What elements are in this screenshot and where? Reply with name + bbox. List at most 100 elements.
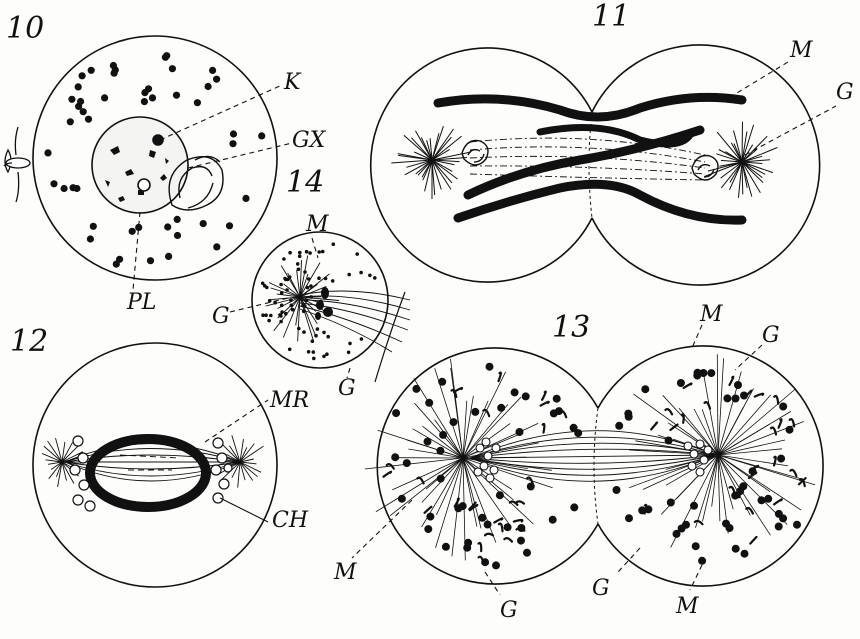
granule [307, 350, 311, 354]
aster-ray [463, 443, 539, 458]
granule [174, 232, 181, 239]
granule [242, 195, 249, 202]
granule [392, 409, 400, 417]
aster-ray [432, 160, 451, 189]
granule [129, 228, 136, 235]
granule [698, 557, 706, 565]
figure-14-number: 14 [286, 168, 324, 198]
rod [454, 388, 462, 392]
granule [296, 262, 300, 266]
figure-13-label-m-bottom: M [676, 596, 699, 618]
figure-14-spindle [300, 291, 410, 352]
rod [504, 538, 512, 541]
granule [347, 273, 351, 277]
granule [229, 140, 236, 147]
aster-ray [718, 411, 791, 455]
granule [261, 313, 265, 317]
granule [471, 408, 479, 416]
granule [723, 394, 731, 402]
granule [173, 92, 180, 99]
figure-11-label-m: M [790, 40, 813, 62]
figure-12-mitochondrial-ring-mr [90, 439, 206, 507]
granule [368, 274, 372, 278]
granule [312, 350, 316, 354]
granule [88, 67, 95, 74]
granule [79, 72, 86, 79]
figure-14-label-m: M [306, 214, 329, 236]
granule [732, 545, 740, 553]
granule [424, 525, 432, 533]
granule [85, 116, 92, 123]
aster-ray [422, 458, 463, 502]
granule [282, 257, 286, 261]
granule [67, 118, 74, 125]
rod [494, 519, 502, 523]
rod [384, 472, 392, 477]
granule [348, 342, 352, 346]
granule [321, 250, 325, 254]
granule [625, 514, 633, 522]
figure-12-label-mr: MR [270, 390, 309, 412]
granule [113, 261, 120, 268]
aster-ray [742, 148, 777, 163]
granule [694, 369, 702, 377]
granule [279, 283, 283, 287]
granule [169, 65, 176, 72]
granule [213, 243, 220, 250]
granule [391, 453, 399, 461]
rod [479, 557, 484, 564]
rod [499, 524, 503, 532]
rod [730, 377, 734, 385]
granule [77, 98, 84, 105]
figure-14-cell [230, 232, 410, 382]
granule [174, 216, 181, 223]
figure-11-label-g: G [836, 82, 854, 104]
rod [479, 543, 482, 551]
aster-ray [300, 297, 315, 334]
figure-13-asters [365, 354, 815, 560]
granule [326, 335, 330, 339]
granule [164, 223, 171, 230]
granule [61, 185, 68, 192]
granule [267, 319, 271, 323]
granule [412, 385, 420, 393]
granule [613, 486, 621, 494]
figure-10-attached-cell [4, 127, 30, 202]
figure-13-label-m-top: M [700, 304, 723, 326]
granule [403, 459, 411, 467]
granule [298, 254, 302, 258]
aster-ray [703, 370, 718, 455]
granule [205, 83, 212, 90]
granule [297, 268, 301, 272]
granule [438, 378, 446, 386]
granule [347, 351, 351, 355]
granule [667, 499, 675, 507]
figure-13-label-g-mid: G [592, 578, 610, 600]
figure-12-number: 12 [10, 327, 48, 357]
granule [549, 516, 557, 524]
granule [331, 279, 335, 283]
aster-ray [390, 458, 463, 516]
aster-ray [463, 423, 538, 458]
granule [463, 544, 471, 552]
granule [101, 94, 108, 101]
figure-14-label-g-left: G [212, 306, 230, 328]
figure-10-label-k: K [284, 72, 300, 94]
granule [677, 379, 685, 387]
granule [570, 503, 578, 511]
granule [312, 357, 316, 361]
granule [68, 96, 75, 103]
granule [442, 543, 450, 551]
rod [774, 499, 782, 504]
granule [316, 327, 320, 331]
aster-ray [436, 458, 464, 548]
granule [261, 282, 265, 286]
granule [325, 352, 329, 356]
granule [758, 496, 766, 504]
granule [523, 549, 531, 557]
granule [775, 523, 783, 531]
figure-10-nucleolus-k [153, 135, 163, 145]
granule [764, 495, 772, 503]
granule [707, 369, 715, 377]
granule [625, 413, 633, 421]
